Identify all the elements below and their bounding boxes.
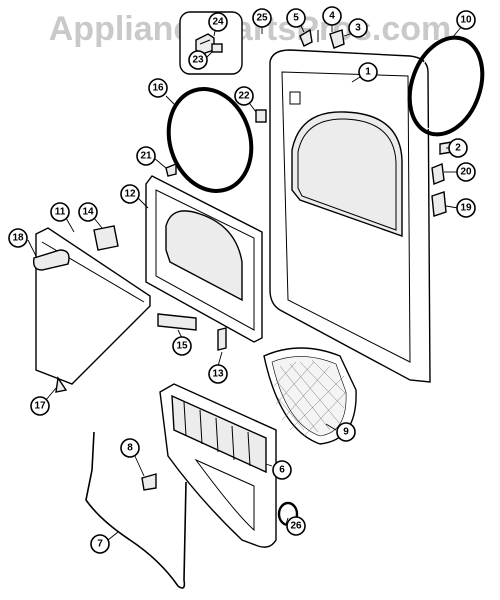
callout-12: 12 [120,184,140,204]
callout-15: 15 [172,336,192,356]
callout-7: 7 [90,534,110,554]
watermark-text: AppliancePartsPros.com [49,10,451,48]
callout-10: 10 [456,10,476,30]
svg-text:23: 23 [192,55,204,66]
callout-24: 24 [208,12,228,32]
clip-22 [255,109,267,123]
svg-text:8: 8 [127,443,133,454]
svg-text:7: 7 [97,539,103,550]
svg-text:22: 22 [238,91,250,102]
trim-strip [157,313,197,331]
callout-2: 2 [448,138,468,158]
svg-text:26: 26 [290,521,302,532]
callout-19: 19 [456,198,476,218]
callout-9: 9 [336,422,356,442]
svg-text:10: 10 [460,15,472,26]
svg-text:13: 13 [212,369,224,380]
callout-4: 4 [322,6,342,26]
callout-26: 26 [286,516,306,536]
svg-text:18: 18 [12,233,24,244]
front-gasket-ring [407,35,485,137]
svg-text:25: 25 [256,13,268,24]
callout-25: 25 [252,8,272,28]
svg-text:24: 24 [212,17,224,28]
door-bumper [55,376,68,393]
door-handle [32,249,70,271]
callout-3: 3 [348,18,368,38]
callout-21: 21 [136,146,156,166]
svg-text:3: 3 [355,23,361,34]
clip-21 [165,162,177,177]
svg-text:5: 5 [293,13,299,24]
svg-text:14: 14 [82,207,94,218]
callout-8: 8 [120,438,140,458]
wire-harness [85,431,187,589]
svg-text:20: 20 [460,167,472,178]
callout-5: 5 [286,8,306,28]
callout-1: 1 [358,62,378,82]
callout-20: 20 [456,162,476,182]
callout-16: 16 [148,78,168,98]
callout-11: 11 [50,202,70,222]
door-gasket-ring [166,87,254,193]
door-inner-panel [145,175,263,343]
label-plate [93,225,119,251]
bracket-8 [141,473,157,491]
svg-text:4: 4 [329,11,335,22]
svg-text:11: 11 [55,207,66,218]
svg-text:19: 19 [460,203,472,214]
svg-text:12: 12 [124,189,136,200]
callout-18: 18 [8,228,28,248]
front-panel [269,49,431,383]
svg-text:1: 1 [365,67,371,78]
lint-filter-screen [263,347,357,445]
svg-text:2: 2 [455,143,461,154]
door-latch [217,327,227,351]
svg-text:17: 17 [34,401,46,412]
callout-14: 14 [78,202,98,222]
lint-duct-housing [159,383,277,548]
svg-text:9: 9 [343,427,349,438]
callout-17: 17 [30,396,50,416]
callout-23: 23 [188,50,208,70]
top-clips [299,28,345,49]
callout-13: 13 [208,364,228,384]
callout-22: 22 [234,86,254,106]
svg-text:15: 15 [176,341,188,352]
svg-text:16: 16 [152,83,164,94]
svg-text:6: 6 [279,465,285,476]
svg-text:21: 21 [140,151,152,162]
right-brackets [431,141,453,217]
callout-6: 6 [272,460,292,480]
